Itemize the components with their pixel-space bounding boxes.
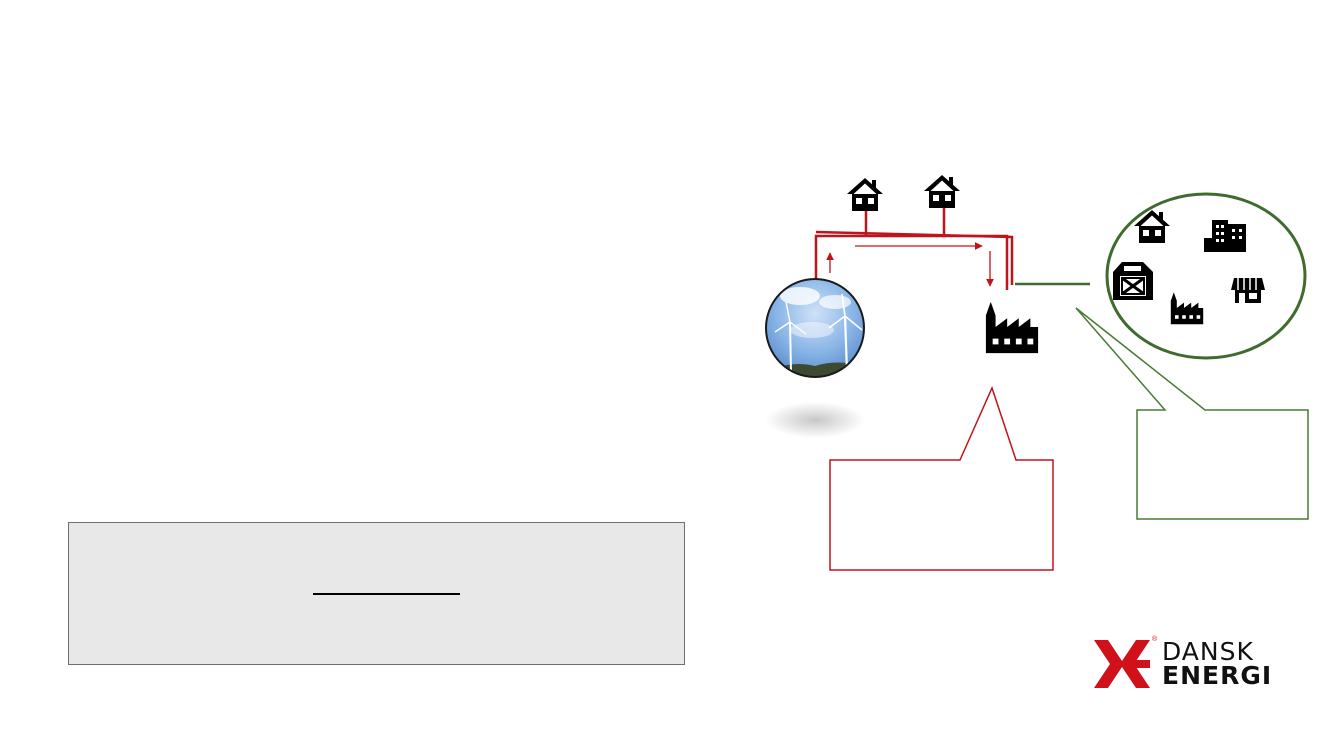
shop-icon — [1231, 278, 1265, 303]
house-icon — [924, 175, 960, 208]
dansk-energi-logo-mark — [1090, 636, 1154, 692]
grid-lines — [816, 208, 1012, 290]
flow-arrows — [830, 246, 990, 286]
info-underline — [313, 593, 460, 595]
registered-mark: ® — [1152, 636, 1157, 643]
house-icon — [847, 178, 883, 211]
logo-text: DANSK ENERGI — [1162, 640, 1272, 688]
logo-line-energi: ENERGI — [1162, 664, 1272, 688]
dansk-energi-logo: DANSK ENERGI ® — [1090, 636, 1272, 692]
factory-callout — [830, 388, 1053, 570]
factory-icon — [986, 302, 1038, 353]
info-box — [68, 522, 685, 665]
wind-turbine-icon — [760, 275, 870, 385]
photo-shadow — [765, 402, 865, 438]
barn-icon — [1113, 262, 1153, 300]
